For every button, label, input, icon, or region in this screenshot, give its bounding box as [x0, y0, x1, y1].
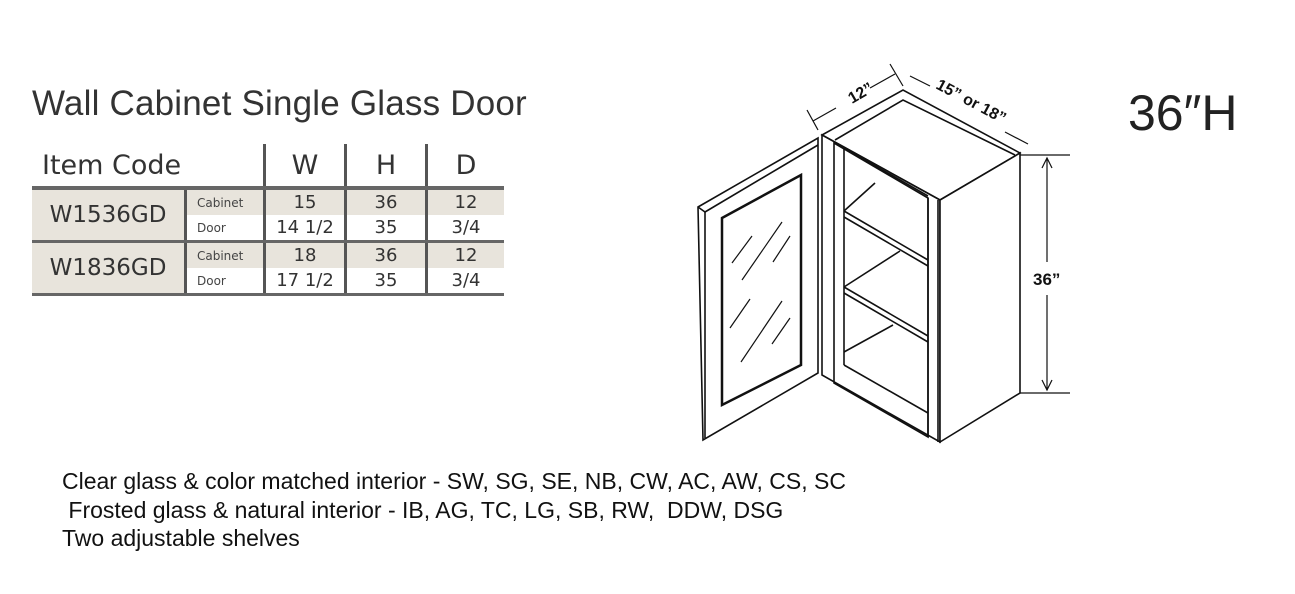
header-item-code: Item Code	[32, 144, 265, 190]
row-type: Door	[185, 215, 265, 243]
table-row: Door 17 1/2 35 3/4	[32, 268, 504, 296]
cell-h: 35	[344, 215, 427, 243]
cell-w: 14 1/2	[263, 215, 346, 243]
dimension-table: Item Code W H D W1536GD Cabinet 15 36 12…	[32, 144, 504, 296]
cell-d: 3/4	[425, 215, 504, 243]
table-row: Door 14 1/2 35 3/4	[32, 215, 504, 243]
table-row: W1836GD Cabinet 18 36 12	[32, 241, 504, 296]
notes: Clear glass & color matched interior - S…	[62, 467, 846, 553]
header-w: W	[263, 144, 346, 190]
height-label: 36″H	[1128, 85, 1238, 141]
row-type: Cabinet	[185, 241, 265, 268]
cell-h: 36	[344, 188, 427, 215]
row-type: Door	[185, 268, 265, 296]
height-dimension: 36”	[1033, 270, 1060, 289]
note-frosted-glass: Frosted glass & natural interior - IB, A…	[62, 496, 784, 523]
glass-reflection-icon	[729, 221, 791, 363]
glass-panel	[720, 172, 803, 408]
cell-h: 36	[344, 241, 427, 268]
cell-w: 17 1/2	[263, 268, 346, 296]
item-code: W1536GD	[32, 188, 187, 243]
cell-d: 12	[425, 241, 504, 268]
note-shelves: Two adjustable shelves	[62, 525, 300, 551]
table-header: Item Code W H D	[32, 144, 504, 190]
cabinet-side	[939, 151, 1021, 444]
cell-d: 3/4	[425, 268, 504, 296]
note-clear-glass: Clear glass & color matched interior - S…	[62, 468, 846, 494]
header-d: D	[425, 144, 504, 190]
row-type: Cabinet	[185, 188, 265, 215]
page-title: Wall Cabinet Single Glass Door	[32, 84, 527, 123]
item-code: W1836GD	[32, 241, 187, 296]
cell-w: 18	[263, 241, 346, 268]
depth-dimension: 12”	[846, 80, 877, 108]
header-h: H	[344, 144, 427, 190]
cell-d: 12	[425, 188, 504, 215]
dimension-lines	[806, 63, 1070, 394]
cell-w: 15	[263, 188, 346, 215]
table-row: W1536GD Cabinet 15 36 12	[32, 188, 504, 243]
shelves	[843, 182, 929, 353]
cell-h: 35	[344, 268, 427, 296]
